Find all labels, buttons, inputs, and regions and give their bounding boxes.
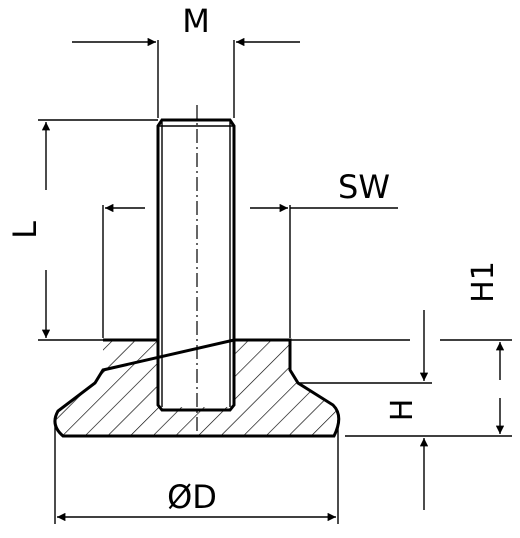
label-h: H xyxy=(385,399,420,422)
dim-h: H xyxy=(298,310,432,510)
threaded-stud xyxy=(156,105,236,440)
dim-d: ØD xyxy=(54,420,339,524)
label-l: L xyxy=(6,221,44,239)
label-d: ØD xyxy=(167,478,217,516)
dim-h1: H1 xyxy=(290,261,512,437)
label-sw: SW xyxy=(338,168,390,206)
dim-l: L xyxy=(6,119,158,341)
label-h1: H1 xyxy=(466,261,501,303)
label-m: M xyxy=(182,2,210,40)
dim-m: M xyxy=(72,2,300,118)
dim-sw: SW xyxy=(102,168,398,338)
base-section xyxy=(53,338,341,438)
